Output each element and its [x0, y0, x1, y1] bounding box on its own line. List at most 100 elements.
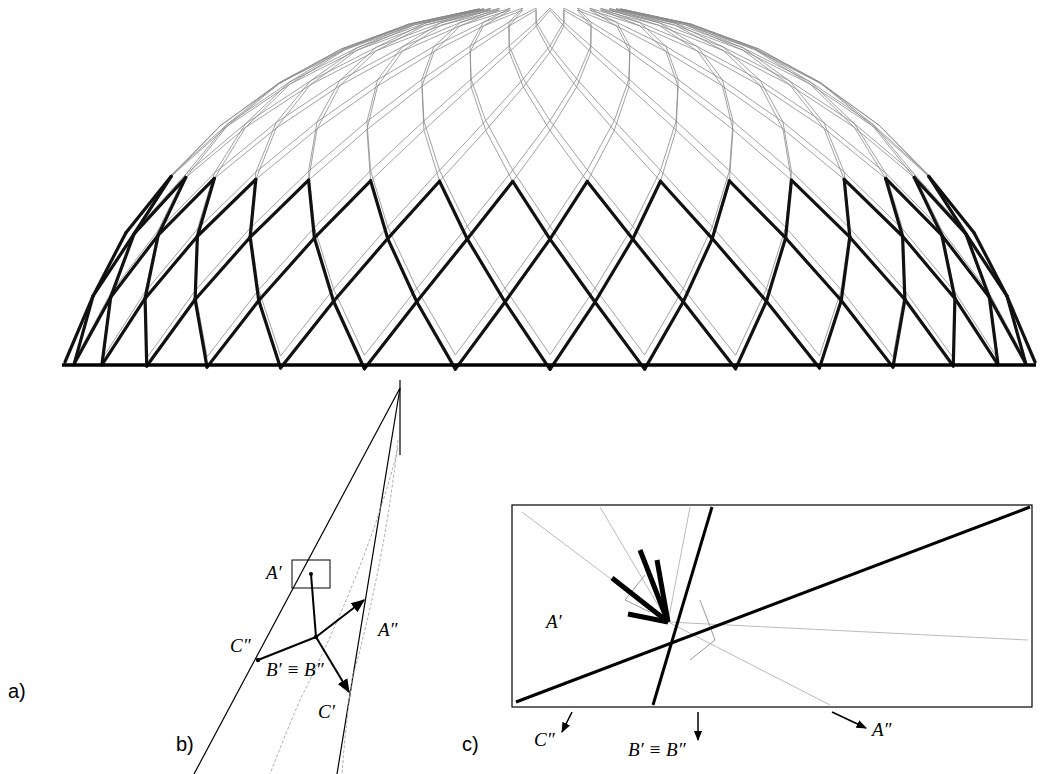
- dome-member: [633, 239, 684, 302]
- dome-member: [974, 233, 1007, 296]
- point-label: C′: [318, 702, 335, 723]
- highlighted-member: [595, 302, 645, 369]
- dome-member: [550, 239, 595, 302]
- dome-member: [620, 9, 691, 24]
- dome-member: [676, 121, 729, 171]
- dome-member: [629, 79, 676, 121]
- dome-member: [207, 301, 259, 368]
- dome-member: [590, 26, 591, 52]
- dome-member: [195, 237, 250, 299]
- dome-member: [577, 87, 615, 130]
- dome-member: [659, 26, 723, 51]
- dome-member: [486, 79, 524, 121]
- dome-member: [550, 181, 587, 239]
- highlighted-member: [729, 181, 785, 238]
- dome-member: [483, 10, 510, 26]
- dome-member: [563, 10, 564, 26]
- dome-member: [314, 171, 370, 228]
- dome-member: [424, 79, 471, 121]
- dome-member: [929, 176, 966, 234]
- dome-member: [536, 26, 550, 52]
- dome-member: [536, 10, 550, 26]
- dome-member: [214, 127, 245, 178]
- zoom-detail: [512, 505, 1032, 740]
- dome-member: [786, 180, 792, 238]
- dome-member: [645, 289, 684, 355]
- dome-member: [783, 122, 791, 171]
- dome-member: [523, 52, 550, 87]
- dome-member: [509, 10, 536, 26]
- dome-member: [378, 47, 403, 80]
- dome-member: [724, 51, 790, 85]
- dome-member: [440, 170, 468, 226]
- dome-member: [712, 239, 766, 302]
- dome-member: [376, 25, 425, 51]
- highlighted-member: [844, 179, 850, 237]
- dome-member: [259, 301, 281, 369]
- highlighted-member: [766, 238, 785, 301]
- dome-member: [259, 290, 281, 356]
- dome-member: [417, 226, 468, 288]
- dome-member: [698, 47, 761, 81]
- dome-member: [279, 48, 345, 82]
- dome-member: [691, 24, 759, 49]
- highlighted-member: [388, 239, 417, 302]
- dome-member: [171, 126, 227, 176]
- dome-member: [388, 170, 440, 227]
- dome-member: [471, 87, 486, 130]
- dome-member: [470, 52, 472, 87]
- dome-member: [341, 24, 409, 49]
- dome-member: [402, 26, 440, 52]
- highlighted-member: [819, 301, 841, 369]
- dome-member: [850, 228, 905, 291]
- dome-member: [334, 289, 365, 355]
- dome-member: [810, 84, 873, 126]
- dome-member: [505, 239, 550, 302]
- highlighted-member: [587, 181, 632, 238]
- dome-member: [509, 26, 536, 52]
- dome-member: [467, 239, 505, 302]
- dome-member: [617, 26, 666, 52]
- dome-member: [422, 52, 434, 87]
- dome-member: [417, 239, 468, 302]
- dome-member: [729, 181, 785, 238]
- dome-member: [819, 290, 841, 356]
- dome-member: [440, 130, 486, 181]
- highlighted-member: [440, 181, 468, 239]
- dome-member: [683, 239, 712, 302]
- dome-member: [378, 51, 403, 86]
- dome-member: [371, 130, 424, 181]
- dome-member: [281, 301, 334, 368]
- dome-member: [645, 302, 684, 369]
- dome-member: [536, 8, 550, 22]
- dome-member: [841, 237, 850, 300]
- dome-member: [760, 86, 783, 129]
- dome-member: [666, 52, 678, 87]
- highlighted-member: [595, 239, 633, 302]
- dome-member: [460, 10, 499, 26]
- dome-member: [388, 181, 440, 238]
- dome-member: [309, 129, 317, 180]
- panel-label: a): [8, 680, 26, 702]
- dome-member: [523, 87, 550, 130]
- dome-member: [424, 87, 471, 130]
- dome-member: [550, 26, 564, 52]
- point-label: A′: [546, 612, 562, 633]
- dome-member: [455, 302, 505, 369]
- highlighted-member: [550, 239, 595, 302]
- dome-member: [341, 24, 409, 49]
- dome-member: [214, 128, 276, 178]
- point-label: C″: [534, 730, 555, 751]
- dome-member: [591, 46, 629, 79]
- dome-member: [617, 26, 630, 52]
- dome-member: [376, 26, 440, 51]
- dome-member: [666, 46, 678, 79]
- dome-member: [666, 52, 722, 87]
- dome-member: [186, 126, 227, 177]
- dome-member: [722, 80, 733, 122]
- dome-member: [766, 289, 819, 356]
- highlighted-member: [134, 176, 171, 234]
- dome-member: [197, 172, 255, 229]
- dome-member: [766, 238, 785, 301]
- dome-member: [766, 301, 819, 368]
